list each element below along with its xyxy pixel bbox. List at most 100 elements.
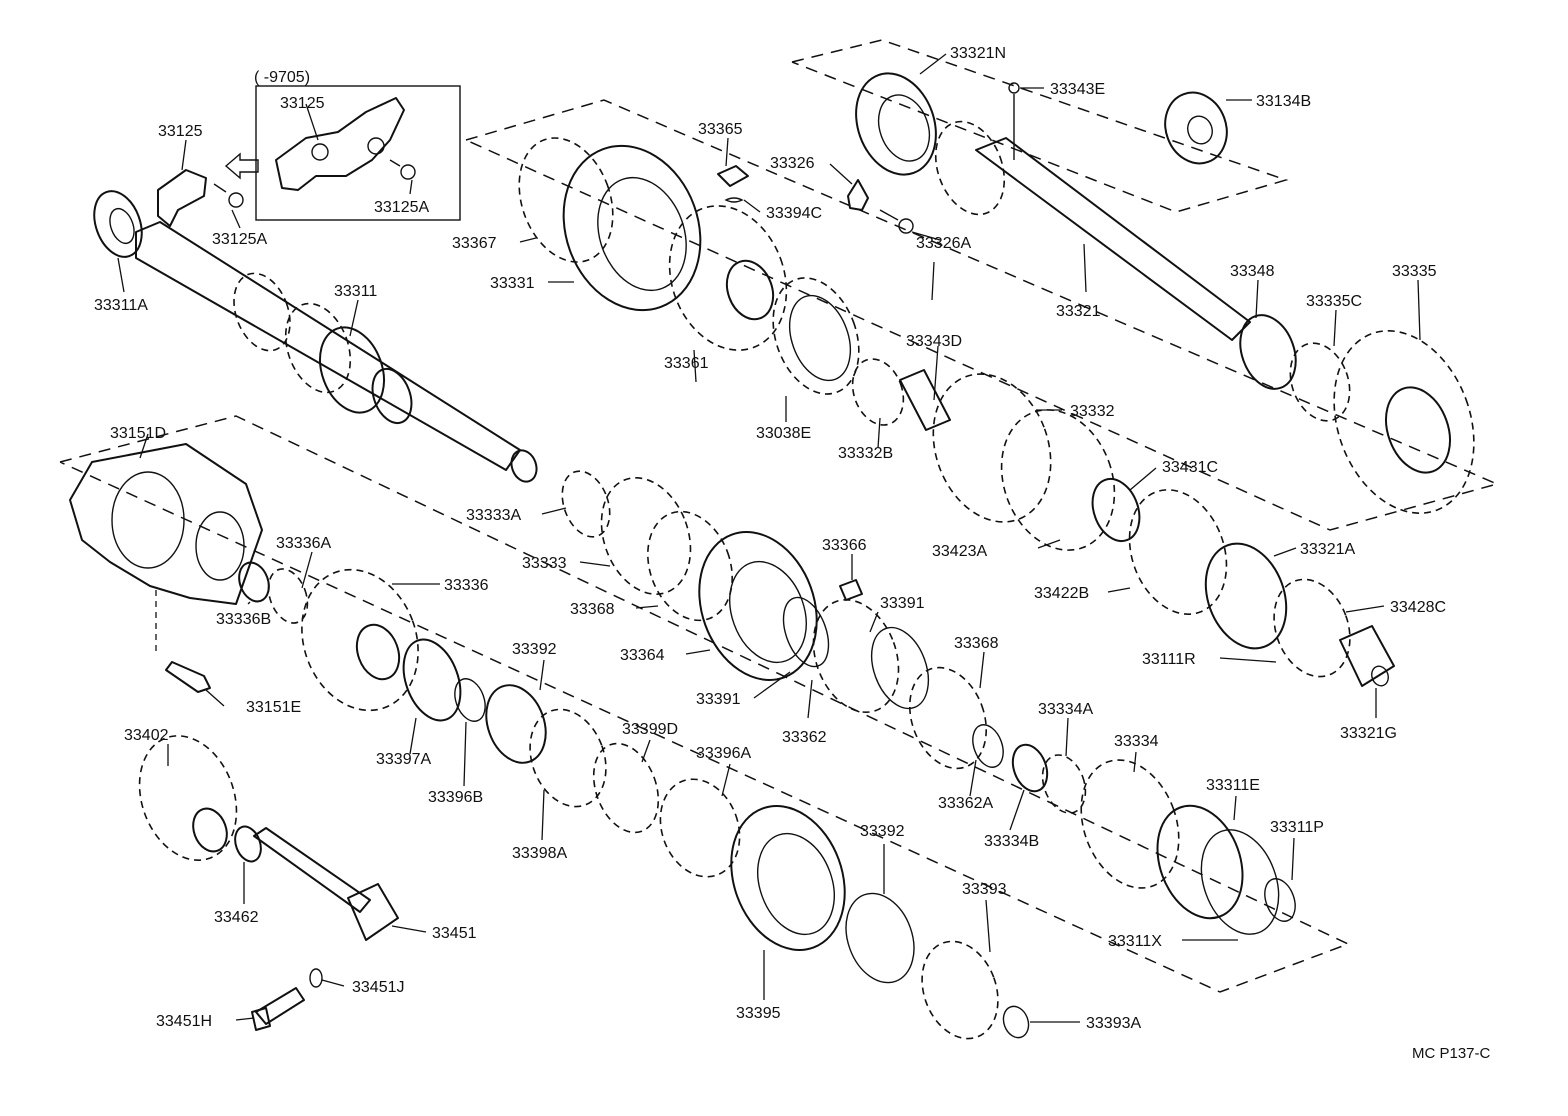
- label-33332: 33332: [1070, 403, 1115, 420]
- label-33399d: 33399D: [622, 721, 678, 738]
- label-33402: 33402: [124, 727, 169, 744]
- label-33391-b: 33391: [696, 691, 741, 708]
- gear-33335-bore: [1385, 386, 1451, 474]
- gear-33336-bore: [355, 623, 401, 681]
- inset-bolt-head: [400, 164, 416, 180]
- label-33334b: 33334B: [984, 833, 1039, 850]
- plate-33151d-hole-b: [195, 511, 245, 581]
- leader-lines: [117, 53, 1421, 1023]
- bracket-33125: [157, 169, 207, 227]
- inset-bolt-shank: [389, 159, 401, 167]
- label-33393a: 33393A: [1086, 1015, 1141, 1032]
- bearing-33311e: [1156, 804, 1244, 920]
- label-33125: 33125: [158, 123, 203, 140]
- label-33364: 33364: [620, 647, 665, 664]
- bolt-33326a-head: [898, 218, 914, 234]
- label-33311x: 33311X: [1108, 933, 1162, 950]
- label-33392-a: 33392: [512, 641, 557, 658]
- gear-33361-bore: [725, 259, 775, 321]
- ring-33392b: [845, 892, 915, 984]
- label-33336: 33336: [444, 577, 489, 594]
- label-33422b: 33422B: [1034, 585, 1089, 602]
- label-33394c: 33394C: [766, 205, 822, 222]
- bolt-33451h: [255, 987, 305, 1025]
- bolt-33326a-shank: [879, 209, 899, 221]
- label-33336b: 33336B: [216, 611, 271, 628]
- label-33151e: 33151E: [246, 699, 301, 716]
- input-shaft-assembly: [93, 152, 538, 483]
- ring-33336b: [238, 561, 270, 603]
- snap-ring-33393a: [1002, 1005, 1030, 1039]
- gear-33333: [600, 477, 692, 595]
- bearing-33321n: [855, 72, 937, 176]
- gear-33336: [301, 568, 419, 712]
- label-33366: 33366: [822, 537, 867, 554]
- label-33395: 33395: [736, 1005, 781, 1022]
- label-33326a: 33326A: [916, 235, 971, 252]
- nut-33321g-bore: [1371, 665, 1389, 687]
- label-33428c: 33428C: [1390, 599, 1446, 616]
- ring-33321a: [1204, 542, 1288, 650]
- gear-33428c: [1273, 578, 1351, 678]
- snap-ring-33396b: [454, 678, 486, 722]
- countershaft-gear: [934, 120, 1006, 216]
- sleeve-33364: [698, 531, 818, 681]
- label-33462: 33462: [214, 909, 259, 926]
- synchro-group-outline: [465, 99, 1500, 531]
- ring-33334b: [1011, 743, 1049, 793]
- bolt-33151e: [165, 661, 211, 693]
- label-33333: 33333: [522, 555, 567, 572]
- label-33368-b: 33368: [954, 635, 999, 652]
- direction-arrow-icon: [224, 152, 259, 180]
- plate-33134b-inner: [1187, 115, 1213, 145]
- label-33125a: 33125A: [212, 231, 267, 248]
- label-33321a: 33321A: [1300, 541, 1355, 558]
- ring-33368b: [908, 666, 988, 770]
- sleeve-33395: [730, 805, 846, 951]
- label-33332b: 33332B: [838, 445, 893, 462]
- bearing-33321n-inner: [877, 94, 931, 162]
- washer-33348: [1239, 314, 1297, 390]
- bolt-33451h-head: [251, 1007, 271, 1031]
- label-33333a: 33333A: [466, 507, 521, 524]
- inset-bracket-hole-a: [311, 143, 329, 161]
- key-33365: [717, 165, 749, 187]
- label-33151d: 33151D: [110, 425, 166, 442]
- countershaft-group-outline: [791, 39, 1289, 213]
- snap-ring-33362a: [972, 724, 1004, 768]
- bearing-33334a: [1041, 754, 1087, 814]
- washer-33462: [234, 825, 262, 863]
- label-33361: 33361: [664, 355, 709, 372]
- input-shaft-33311: [135, 221, 521, 471]
- spacer-33431c: [1091, 478, 1141, 542]
- label-33334a: 33334A: [1038, 701, 1093, 718]
- ring-33311x: [1200, 829, 1280, 935]
- label-33331: 33331: [490, 275, 535, 292]
- part-labels: 33321N 33343E 33134B ( -9705) 33125 3312…: [94, 45, 1491, 1062]
- spring-33394c: [724, 197, 744, 203]
- label-33391-a: 33391: [880, 595, 925, 612]
- label-33368-a: 33368: [570, 601, 615, 618]
- plate-33151d: [69, 443, 263, 605]
- hub-33398a: [529, 708, 607, 808]
- synchro-assembly: [518, 137, 1395, 687]
- bearing-33332b: [851, 358, 905, 426]
- label-33431c: 33431C: [1162, 459, 1218, 476]
- label-33038e: 33038E: [756, 425, 811, 442]
- label-33134b: 33134B: [1256, 93, 1311, 110]
- plate-33134b: [1164, 91, 1228, 165]
- label-33423a: 33423A: [932, 543, 987, 560]
- label-33396a: 33396A: [696, 745, 751, 762]
- bearing-33333a: [561, 470, 611, 538]
- hub-33367: [518, 137, 614, 263]
- gear-33361: [668, 205, 788, 351]
- label-33125a-inset: 33125A: [374, 199, 429, 216]
- ring-33368a: [647, 510, 733, 622]
- countershaft-assembly: [847, 72, 1475, 514]
- bolt-33125a-shank: [213, 183, 227, 193]
- label-33111r: 33111R: [1142, 651, 1196, 668]
- gear-33402-bore: [192, 807, 228, 853]
- lower-group-outline: [59, 415, 1350, 993]
- input-shaft-gear-a: [233, 272, 291, 352]
